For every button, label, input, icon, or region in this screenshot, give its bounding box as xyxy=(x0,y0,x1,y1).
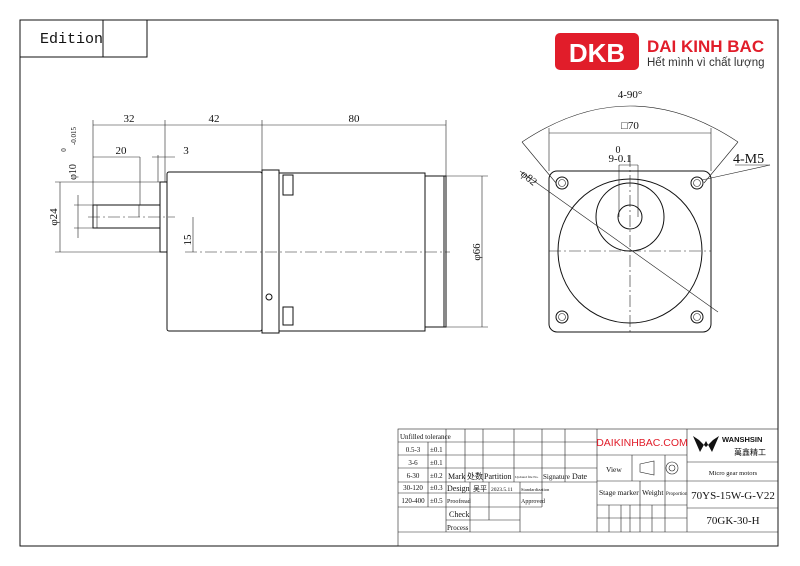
dim-phi10-upper: 0 xyxy=(60,148,68,152)
dim-42: 42 xyxy=(209,113,220,125)
gearbox-ring xyxy=(261,169,280,334)
side-view: 32 42 80 20 3 15 φ24 φ66 φ10 0 -0.015 xyxy=(48,113,488,334)
dim-holes: 4-M5 xyxy=(733,152,764,167)
gearbox-number: 70GK-30-H xyxy=(706,515,759,527)
title_block-stage_row-1: Weight xyxy=(642,488,664,497)
title_block-proofread: Proofread xyxy=(447,498,471,505)
dim-key: 9-0.1 xyxy=(609,153,632,165)
title_block-tolerances-3-range: 30-120 xyxy=(403,484,423,492)
brand-maker_logo: WANSHSIN xyxy=(722,435,762,444)
brand-slogan: Hết mình vì chất lượng xyxy=(647,57,765,69)
logo-text: DKB xyxy=(569,38,625,68)
dim-key-upper: 0 xyxy=(616,145,621,156)
title_block-tolerances-3-tol: ±0.3 xyxy=(430,484,443,492)
motor-end-cap xyxy=(424,175,447,328)
title_block-tolerances-2-range: 6-30 xyxy=(407,472,420,480)
edition-box xyxy=(19,19,148,58)
title_block-design-label: Design xyxy=(447,484,470,493)
dim-square: □70 xyxy=(621,120,639,132)
title_block-design-date: 2023.5.11 xyxy=(491,487,513,493)
projection-cone-icon xyxy=(639,460,655,476)
dim-phi82: φ82 xyxy=(518,168,539,188)
title_block-design-name: 吴平 xyxy=(473,485,487,493)
projection-circle-icon xyxy=(665,461,679,475)
title_block-approved: Approved xyxy=(521,499,545,505)
title_block-stage_row-0: Stage marker xyxy=(599,488,639,497)
website: DAIKINHBAC.COM xyxy=(596,437,688,449)
title_block-mark_row-3: Updated file No. xyxy=(515,475,539,479)
title_block-tolerances-1-range: 3-6 xyxy=(408,459,418,467)
tolerance-header: Unfilled tolerance xyxy=(400,433,451,441)
title_block-tolerances-0-range: 0.5-3 xyxy=(406,446,421,454)
drawing-frame xyxy=(19,19,779,547)
dim-15: 15 xyxy=(182,234,194,246)
dim-3: 3 xyxy=(183,145,189,157)
dim-phi66: φ66 xyxy=(471,243,483,261)
model-number: 70YS-15W-G-V22 xyxy=(691,490,775,502)
brand-maker_chinese: 萬鑫精工 xyxy=(734,447,766,457)
front-view: 4-90° □70 0 9-0.1 4-M5 φ82 xyxy=(518,89,771,333)
title_block-tolerances-4-tol: ±0.5 xyxy=(430,497,443,505)
title_block-stage_row-2: Proportion xyxy=(666,492,688,497)
title_block-mark_row-0: Mark xyxy=(448,472,465,481)
title_block-tolerances-4-range: 120-400 xyxy=(401,497,425,505)
title-block: Unfilled tolerance 0.5-3 ±0.1 3-6 ±0.1 6-3… xyxy=(397,428,779,547)
title_block-tolerances-0-tol: ±0.1 xyxy=(430,446,443,454)
title_block-product_desc: Micro gear motors xyxy=(709,470,758,477)
title_block-view_label: View xyxy=(606,465,622,474)
dim-angle: 4-90° xyxy=(618,89,643,101)
gearbox xyxy=(166,171,263,332)
shaft xyxy=(92,204,161,229)
dim-phi10-lower: -0.015 xyxy=(70,126,78,145)
edition-label: Edition xyxy=(40,31,103,48)
title_block-mark_row-1: 处数 xyxy=(467,471,483,481)
title_block-design-std: Standardization xyxy=(521,487,550,492)
brand-name: DAI KINH BAC xyxy=(647,37,764,56)
dim-phi24: φ24 xyxy=(48,208,60,226)
title_block-mark_row-5: Date xyxy=(572,472,588,481)
title_block-mark_row-4: Signature xyxy=(543,473,570,481)
dkb-logo: DKB xyxy=(555,33,639,70)
dim-80: 80 xyxy=(349,113,361,125)
title_block-check: Check xyxy=(449,510,469,519)
dim-phi10: φ10 xyxy=(68,164,79,180)
title_block-process: Process xyxy=(447,524,469,532)
dim-32: 32 xyxy=(124,113,135,125)
screw-hole xyxy=(265,293,273,301)
title_block-tolerances-2-tol: ±0.2 xyxy=(430,472,443,480)
dim-20: 20 xyxy=(116,145,128,157)
wanshsin-logo: WANSHSIN 萬鑫精工 xyxy=(693,435,766,457)
title_block-mark_row-2: Partition xyxy=(484,472,512,481)
title_block-tolerances-1-tol: ±0.1 xyxy=(430,459,443,467)
